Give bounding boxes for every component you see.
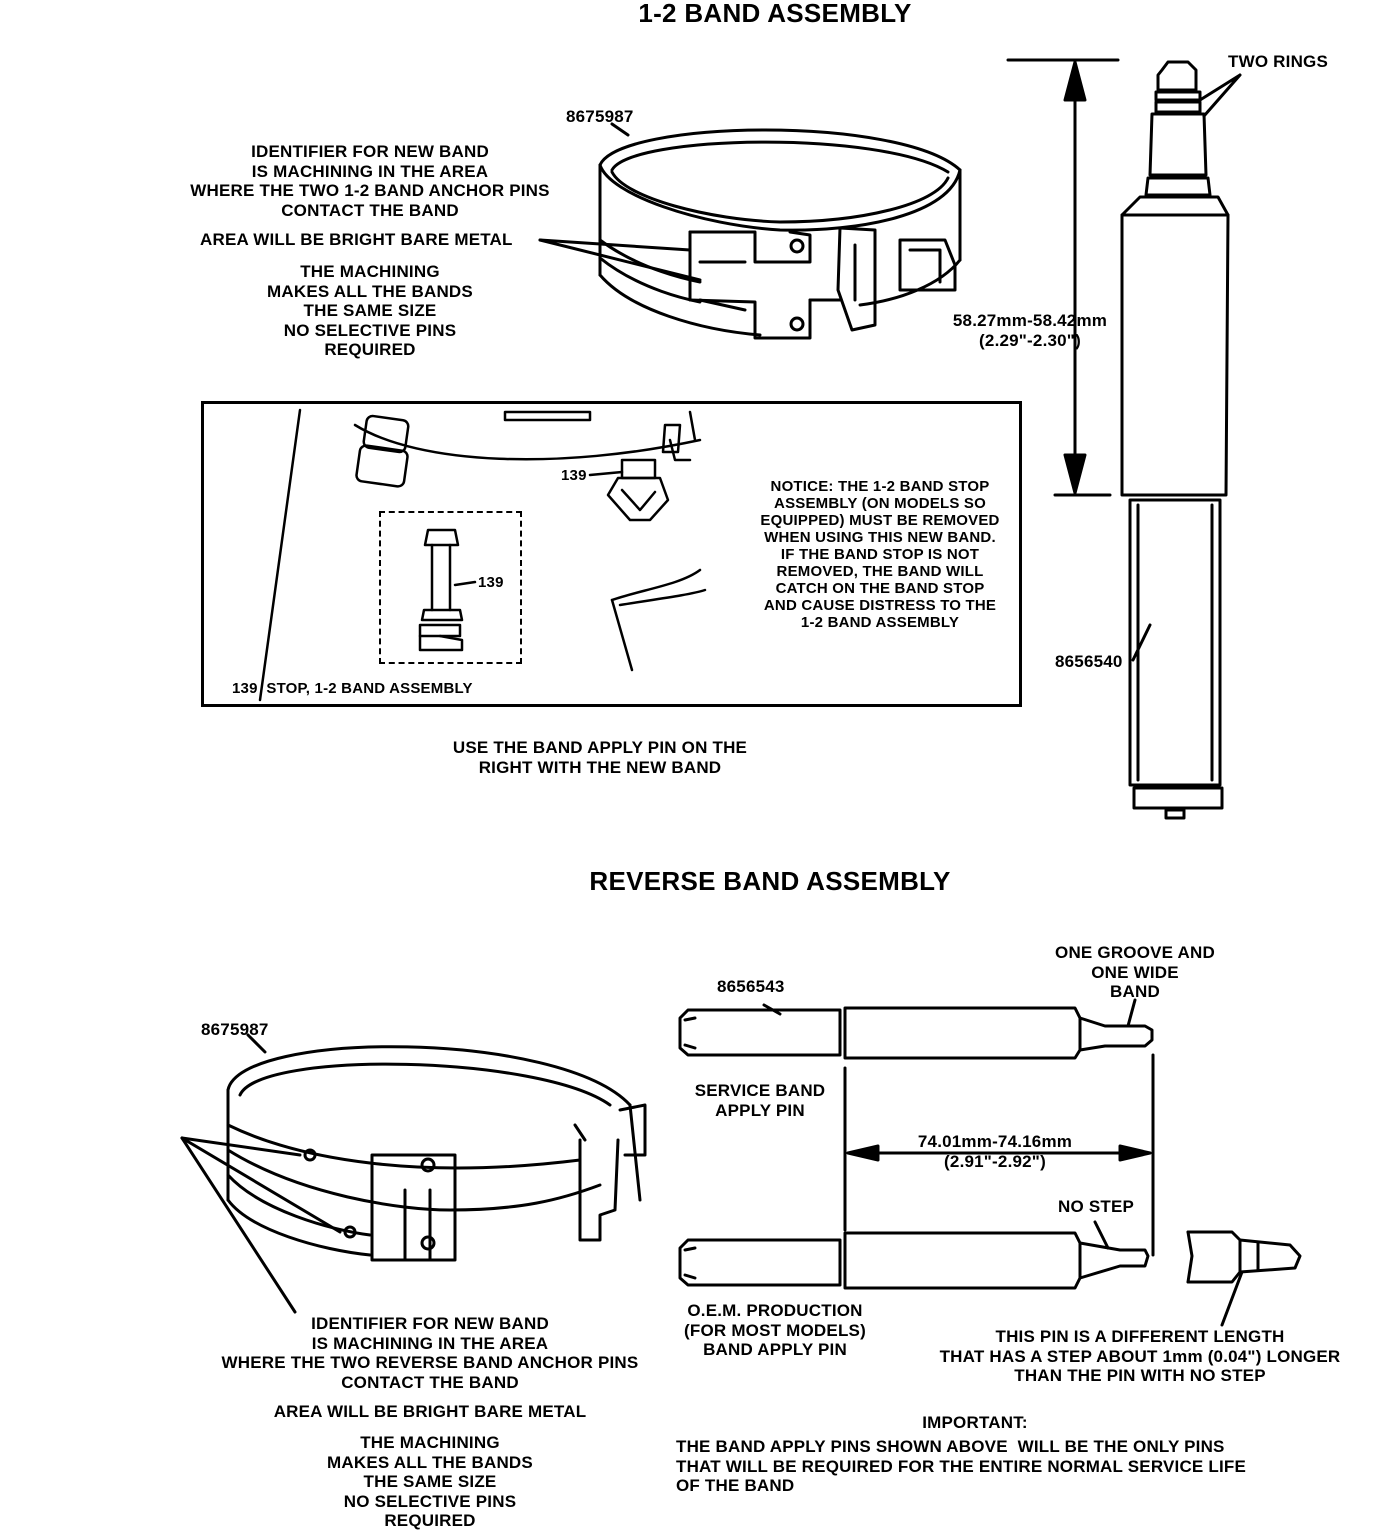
bottom-title: REVERSE BAND ASSEMBLY [589, 866, 951, 896]
inset-caption: 139 STOP, 1-2 BAND ASSEMBLY [232, 680, 473, 697]
top-machining-text: THE MACHINING MAKES ALL THE BANDS THE SA… [267, 262, 473, 359]
important-heading: IMPORTANT: [922, 1413, 1028, 1432]
inset-callout-139-b: 139 [478, 574, 504, 591]
top-band-illustration [598, 128, 962, 340]
top-bright-metal-text: AREA WILL BE BRIGHT BARE METAL [200, 230, 513, 249]
top-pin-dimension [1006, 58, 1120, 497]
different-length-note: THIS PIN IS A DIFFERENT LENGTH THAT HAS … [939, 1327, 1341, 1385]
groove-label: ONE GROOVE AND ONE WIDE BAND [1055, 943, 1215, 1001]
two-rings-label: TWO RINGS [1228, 52, 1329, 71]
inset-callout-139-a: 139 [561, 467, 587, 484]
top-band-part-number: 8675987 [566, 107, 634, 126]
top-pin-part-number: 8656540 [1055, 652, 1123, 671]
top-leaders [538, 122, 702, 282]
band-stop-inset [201, 401, 1022, 707]
top-pin-length: 58.27mm-58.42mm (2.29"-2.30") [952, 311, 1108, 350]
inset-notice: NOTICE: THE 1-2 BAND STOP ASSEMBLY (ON M… [760, 478, 1000, 631]
top-identifier-text: IDENTIFIER FOR NEW BAND IS MACHINING IN … [190, 142, 550, 220]
top-pin-illustration [1120, 60, 1242, 820]
bottom-identifier-text: IDENTIFIER FOR NEW BAND IS MACHINING IN … [221, 1314, 639, 1392]
top-title: 1-2 BAND ASSEMBLY [638, 0, 912, 28]
bottom-pins-illustration [678, 998, 1302, 1327]
bottom-pin-part-number: 8656543 [717, 977, 785, 996]
oem-pin-label: O.E.M. PRODUCTION (FOR MOST MODELS) BAND… [684, 1301, 866, 1359]
bottom-band-illustration [180, 1033, 647, 1314]
bottom-pin-dimension: 74.01mm-74.16mm (2.91"-2.92") [917, 1132, 1073, 1171]
service-pin-label: SERVICE BAND APPLY PIN [694, 1081, 826, 1120]
band-stop-detail-box [379, 511, 522, 664]
no-step-label: NO STEP [1058, 1197, 1135, 1216]
bottom-machining-text: THE MACHINING MAKES ALL THE BANDS THE SA… [327, 1433, 533, 1530]
inset-illustration [258, 408, 707, 702]
important-body: THE BAND APPLY PINS SHOWN ABOVE WILL BE … [676, 1437, 1247, 1495]
use-pin-instruction: USE THE BAND APPLY PIN ON THE RIGHT WITH… [452, 738, 748, 777]
bottom-band-part-number: 8675987 [201, 1020, 269, 1039]
bottom-bright-metal-text: AREA WILL BE BRIGHT BARE METAL [273, 1402, 587, 1421]
